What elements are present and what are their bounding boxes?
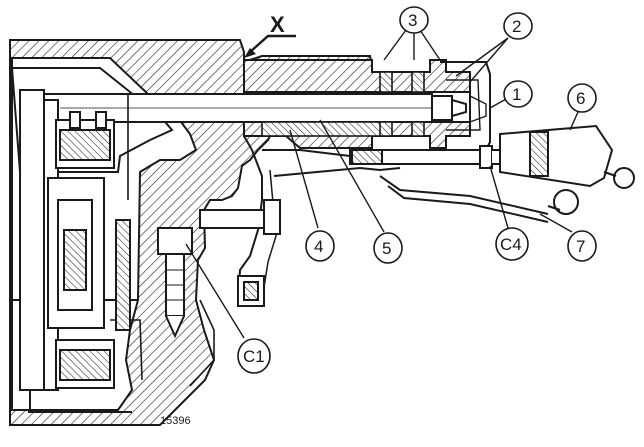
callout-2-label: 2 <box>512 17 521 36</box>
callout-1-label: 1 <box>512 85 521 104</box>
gear-lever <box>499 124 635 189</box>
callout-3: 3 <box>383 6 441 61</box>
link-rod <box>379 175 579 223</box>
section-marker-x: X <box>244 12 296 58</box>
housing-bolt <box>157 227 193 339</box>
gear-stack <box>19 89 143 391</box>
callout-c1: C1 <box>185 243 271 374</box>
callout-c1-label: C1 <box>243 347 265 366</box>
callout-6-label: 6 <box>576 89 585 108</box>
section-label-x: X <box>270 12 285 37</box>
seal-rings <box>379 71 425 137</box>
upper-fixing-bolt <box>199 199 281 235</box>
callout-5-label: 5 <box>382 239 391 258</box>
callout-6: 6 <box>567 83 597 131</box>
cover-bolt <box>349 145 501 169</box>
drawing-reference-number: 15396 <box>160 415 191 427</box>
callout-7-label: 7 <box>576 237 585 256</box>
callout-5: 5 <box>319 119 403 264</box>
callout-7: 7 <box>539 213 597 262</box>
callout-4: 4 <box>289 129 335 262</box>
callout-c4-label: C4 <box>500 235 522 254</box>
lower-clip <box>237 275 265 307</box>
callout-3-label: 3 <box>408 11 417 30</box>
callout-c4: C4 <box>489 165 529 261</box>
callout-4-label: 4 <box>314 237 323 256</box>
callout-2: 2 <box>455 12 533 83</box>
callout-1: 1 <box>489 80 533 109</box>
